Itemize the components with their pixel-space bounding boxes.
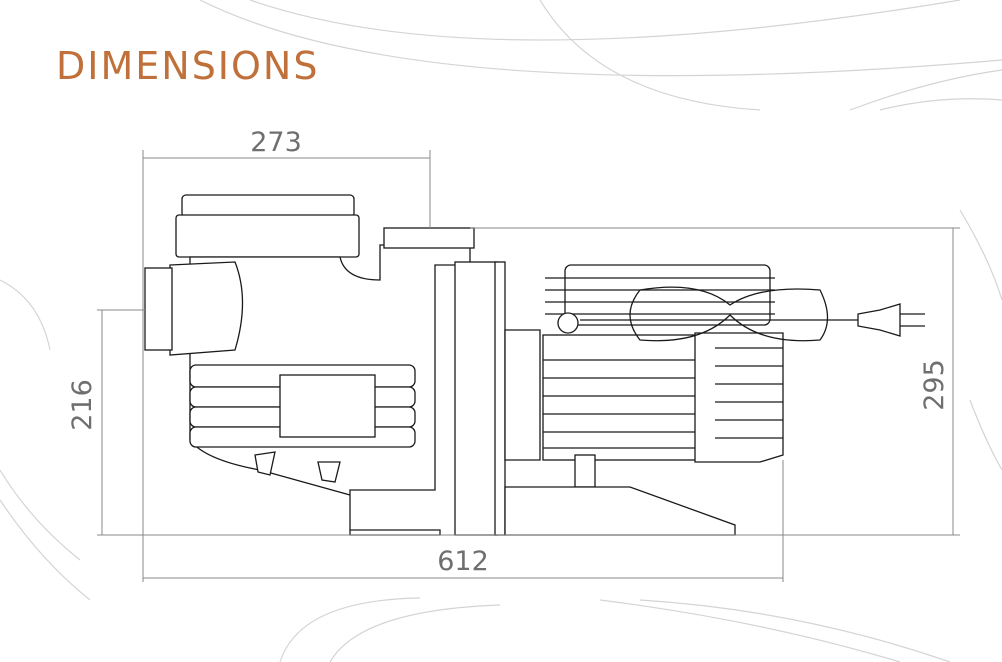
dimension-273: 273 [250, 127, 302, 158]
page-title: DIMENSIONS [56, 44, 320, 88]
dimension-295: 295 [919, 359, 950, 411]
dimension-216: 216 [67, 379, 98, 431]
fan-cover-fins [715, 347, 783, 439]
pump-body [144, 194, 925, 536]
dimension-612: 612 [437, 546, 489, 577]
dimension-lines [97, 150, 960, 582]
motor-fins [543, 359, 698, 449]
